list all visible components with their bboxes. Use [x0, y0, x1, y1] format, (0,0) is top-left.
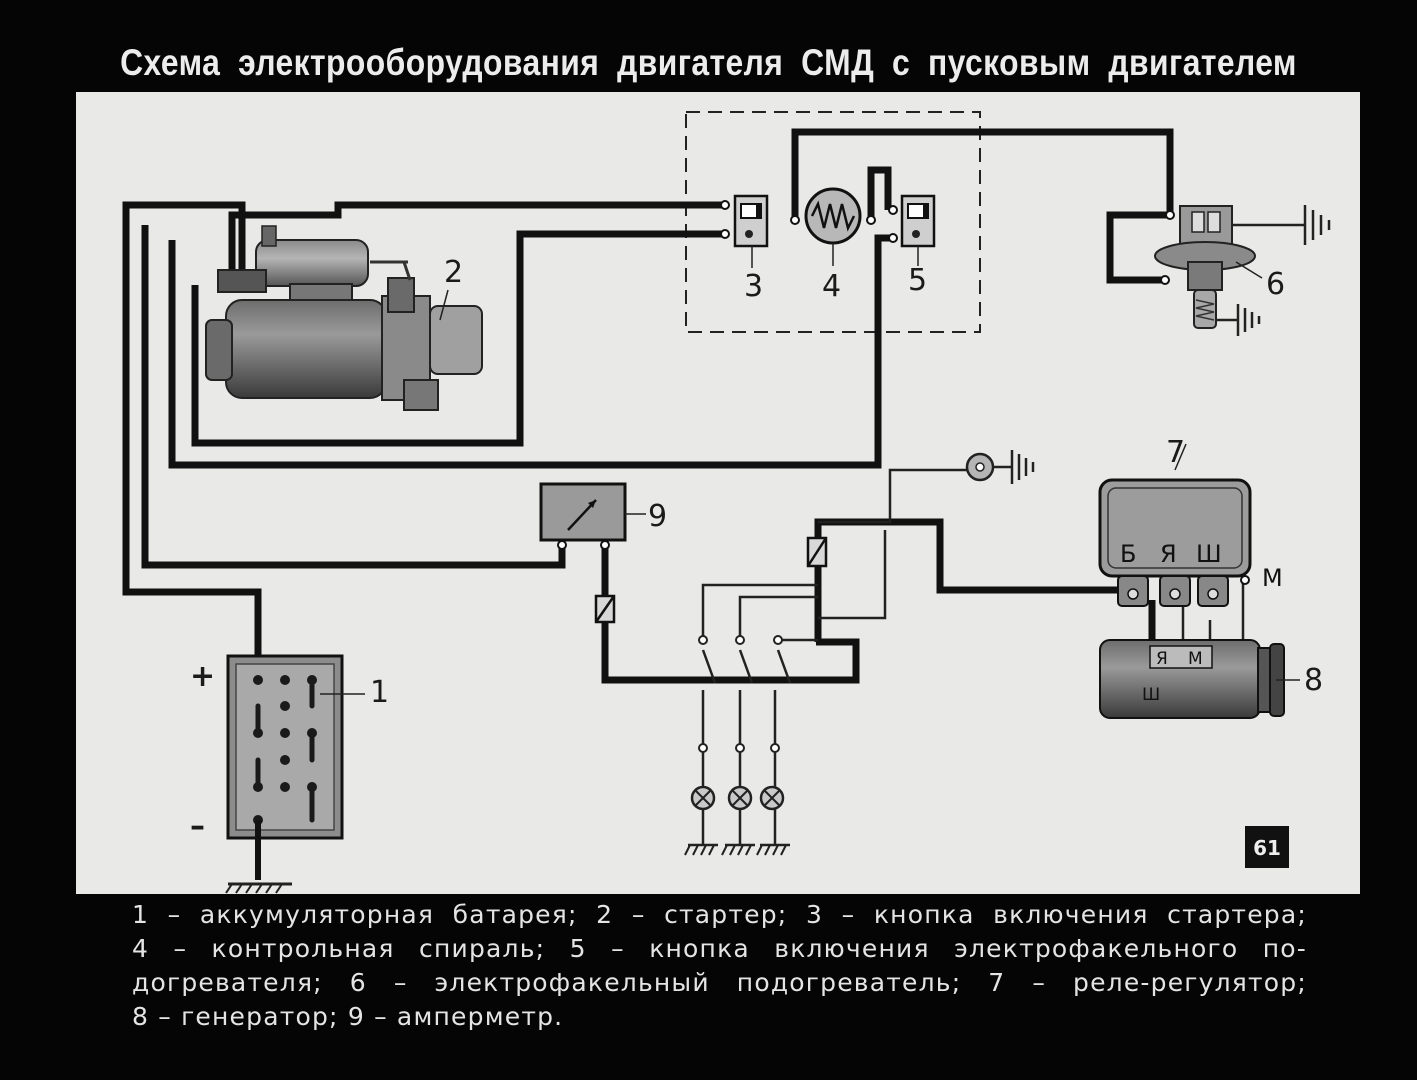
control-coil	[790, 187, 876, 245]
page-number-badge	[1245, 826, 1289, 868]
ground-icon	[1303, 205, 1331, 245]
ground-icon	[1010, 450, 1035, 484]
relay-terminal-m: М	[1262, 564, 1283, 592]
legend-caption: 1 – аккумуляторная батарея; 2 – стартер;…	[132, 898, 1307, 1034]
label-9: 9	[648, 499, 667, 534]
generator-terminal-ya: Я	[1156, 649, 1168, 669]
lamp-icon	[690, 785, 716, 811]
label-6: 6	[1266, 267, 1285, 302]
battery-minus-sign: –	[190, 809, 205, 844]
relay-terminal-ya: Я	[1160, 540, 1177, 568]
caption-line: 1 – аккумуляторная батарея; 2 – стартер;…	[132, 900, 1307, 929]
battery	[225, 654, 344, 894]
label-7: 7	[1166, 435, 1185, 470]
starter-button[interactable]	[720, 194, 769, 248]
generator	[1099, 639, 1285, 719]
lamp-icon	[759, 785, 785, 811]
generator-terminal-m: М	[1188, 649, 1203, 669]
label-8: 8	[1304, 663, 1323, 698]
indicator-lamp	[965, 452, 1012, 482]
voltage-regulator	[1098, 478, 1252, 607]
battery-plus-sign: +	[190, 659, 215, 694]
fuses	[594, 536, 828, 624]
label-5: 5	[908, 263, 927, 298]
lamps	[690, 785, 785, 811]
label-4: 4	[822, 269, 841, 304]
relay-terminal-sh: Ш	[1196, 540, 1222, 568]
caption-line: догревателя; 6 – электрофакельный подогр…	[132, 968, 1307, 997]
ground-icon	[1236, 304, 1261, 336]
label-3: 3	[744, 269, 763, 304]
label-1: 1	[370, 675, 389, 710]
wires	[122, 128, 1174, 684]
starter	[205, 225, 483, 411]
lamp-icon	[727, 785, 753, 811]
light-switches	[701, 649, 792, 684]
heater-button[interactable]	[888, 194, 936, 248]
page-number: 61	[1253, 836, 1281, 860]
thin-wires	[688, 468, 1245, 847]
diagram-title: Схема электрооборудования двигателя СМД …	[120, 42, 1297, 83]
caption-line: 4 – контрольная спираль; 5 – кнопка вклю…	[132, 934, 1307, 963]
ammeter	[539, 482, 627, 550]
control-panel-box	[685, 111, 981, 333]
caption-line: 8 – генератор; 9 – амперметр.	[132, 1002, 564, 1031]
relay-terminal-b: Б	[1120, 540, 1136, 568]
label-2: 2	[444, 255, 463, 290]
torch-heater	[1154, 205, 1305, 329]
generator-terminal-sh: Ш	[1142, 685, 1160, 705]
lamp-grounds	[684, 844, 787, 856]
